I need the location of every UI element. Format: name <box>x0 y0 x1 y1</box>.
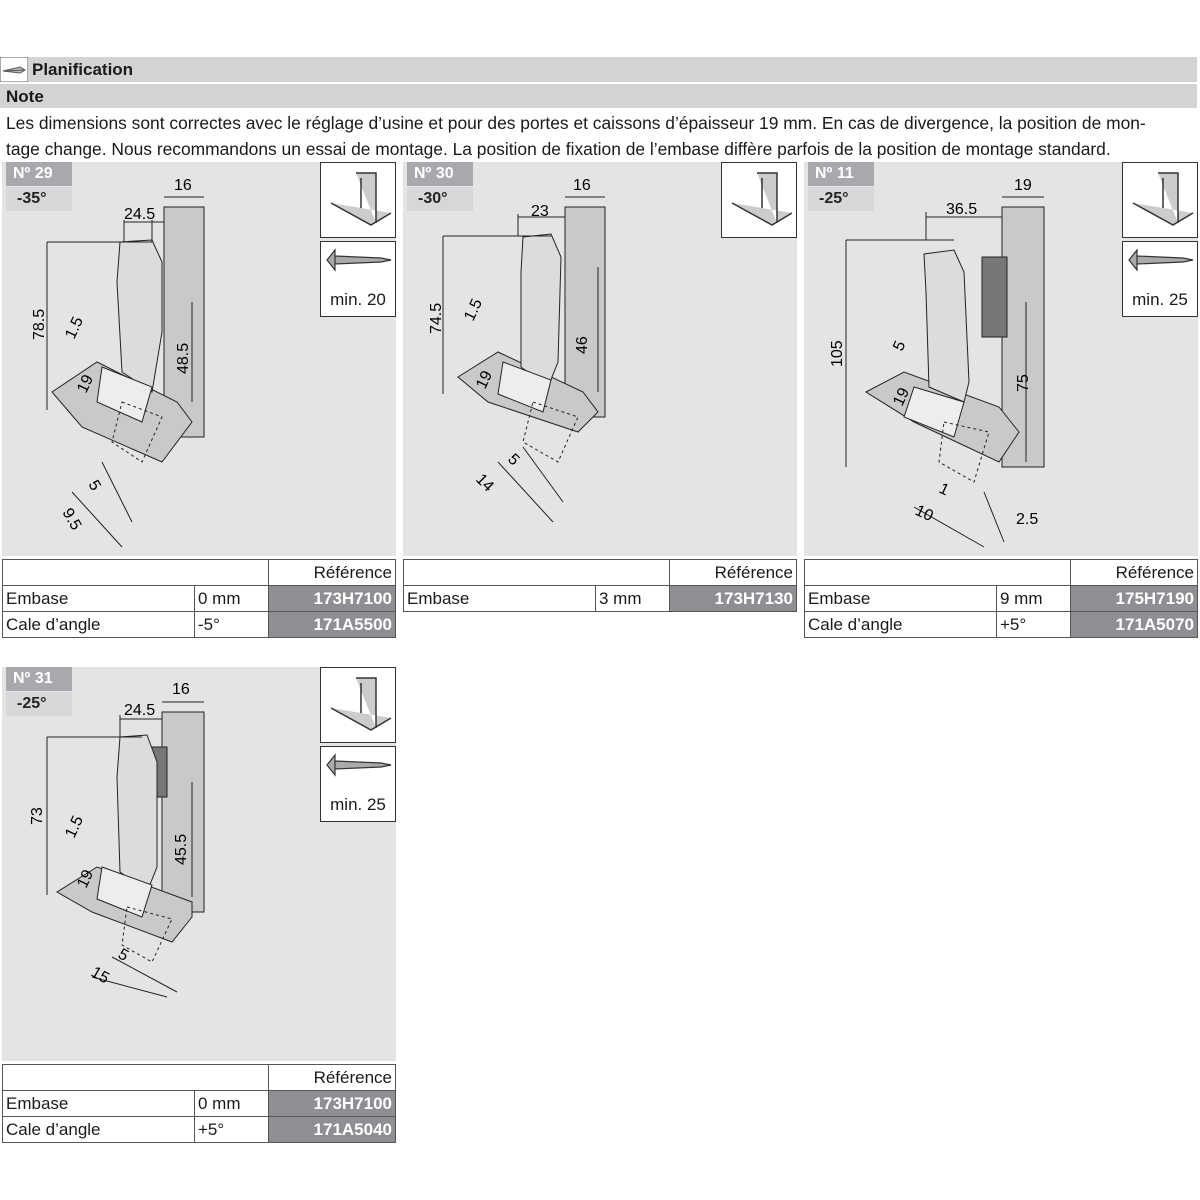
table-row: Cale d’angle+5°171A5040 <box>2 1116 397 1143</box>
page-title: Planification <box>32 60 134 79</box>
dim-top: 16 <box>172 681 190 698</box>
panel-angle: -35° <box>6 187 72 211</box>
dim-b2: 5 <box>504 451 522 469</box>
note-line-2: tage change. Nous recommandons un essai … <box>6 139 1111 159</box>
dim-height: 105 <box>829 340 846 367</box>
dim-width: 23 <box>531 203 549 220</box>
screw-length: min. 25 <box>330 795 386 814</box>
ref-header: Référence <box>267 559 397 586</box>
panel-number: Nº 31 <box>6 667 72 691</box>
planning-header: Planification <box>0 57 1197 82</box>
note-line-1: Les dimensions sont correctes avec le ré… <box>6 113 1146 133</box>
hinge-panel-31: 16 24.5 73 1.5 19 45.5 15 5 Nº 31 -25° m… <box>2 667 396 1061</box>
panel-number: Nº 29 <box>6 162 72 186</box>
dim-top: 19 <box>1014 177 1032 194</box>
hinge-drawing-31: 16 24.5 73 1.5 19 45.5 15 5 <box>29 681 205 998</box>
screw-icon: min. 25 <box>1122 241 1198 317</box>
dim-b2: 1 <box>936 480 951 499</box>
dim-b1: 15 <box>88 964 112 988</box>
dim-b1: 14 <box>472 471 497 496</box>
hinge-position-icon <box>320 162 396 238</box>
dim-side: 45.5 <box>173 834 190 865</box>
dim-b2: 5 <box>115 946 131 965</box>
dim-height: 73 <box>29 807 46 825</box>
hinge-position-icon <box>1122 162 1198 238</box>
dim-width: 24.5 <box>124 206 155 223</box>
note-header: Note <box>0 84 1197 108</box>
dim-b1: 10 <box>912 502 935 525</box>
note-title: Note <box>6 87 44 106</box>
dim-small: 1.5 <box>62 314 87 341</box>
hinge-panel-30: 16 23 74.5 1.5 19 46 14 5 Nº 30 -30° <box>403 162 797 556</box>
dim-width: 36.5 <box>946 201 977 218</box>
hinge-position-icon <box>721 162 797 238</box>
panel-angle: -25° <box>808 187 874 211</box>
table-row: Cale d’angle-5°171A5500 <box>2 611 397 638</box>
dim-thick: 19 <box>74 867 97 890</box>
dim-thick: 19 <box>890 385 913 408</box>
panel-number: Nº 11 <box>808 162 874 186</box>
note-text: Les dimensions sont correctes avec le ré… <box>6 110 1191 162</box>
hinge-panel-29: 16 24.5 78.5 1.5 19 48.5 9.5 5 Nº 29 -35… <box>2 162 396 556</box>
dim-b1: 9.5 <box>59 506 85 534</box>
table-row: Cale d’angle+5°171A5070 <box>804 611 1199 638</box>
dim-b2: 5 <box>85 478 104 494</box>
ref-header: Référence <box>668 559 798 586</box>
hinge-panel-11: 19 36.5 105 5 19 75 10 1 2.5 Nº 11 -25° … <box>804 162 1198 556</box>
ref-header: Référence <box>1069 559 1199 586</box>
panel-angle: -30° <box>407 187 473 211</box>
dim-height: 74.5 <box>428 303 445 334</box>
panel-angle: -25° <box>6 692 72 716</box>
pencil-icon <box>0 57 28 82</box>
screw-icon: min. 20 <box>320 241 396 317</box>
dim-side: 46 <box>574 336 591 354</box>
screw-icon: min. 25 <box>320 746 396 822</box>
dim-thick: 19 <box>74 372 97 395</box>
screw-length: min. 25 <box>1132 290 1188 309</box>
dim-side: 75 <box>1015 374 1032 392</box>
dim-height: 78.5 <box>31 309 48 340</box>
screw-length: min. 20 <box>330 290 386 309</box>
hinge-drawing-30: 16 23 74.5 1.5 19 46 14 5 <box>428 177 606 523</box>
dim-thick: 19 <box>473 368 496 391</box>
dim-width: 24.5 <box>124 702 155 719</box>
hinge-position-icon <box>320 667 396 743</box>
dim-top: 16 <box>174 177 192 194</box>
ref-header: Référence <box>267 1064 397 1091</box>
dim-side: 48.5 <box>175 343 192 374</box>
dim-b3: 2.5 <box>1016 511 1038 528</box>
hinge-drawing-11: 19 36.5 105 5 19 75 10 1 2.5 <box>829 177 1045 548</box>
dim-small: 1.5 <box>62 813 87 840</box>
hinge-drawing-29: 16 24.5 78.5 1.5 19 48.5 9.5 5 <box>31 177 205 548</box>
dim-small: 5 <box>890 338 909 353</box>
panel-number: Nº 30 <box>407 162 473 186</box>
dim-small: 1.5 <box>461 296 486 323</box>
dim-top: 16 <box>573 177 591 194</box>
